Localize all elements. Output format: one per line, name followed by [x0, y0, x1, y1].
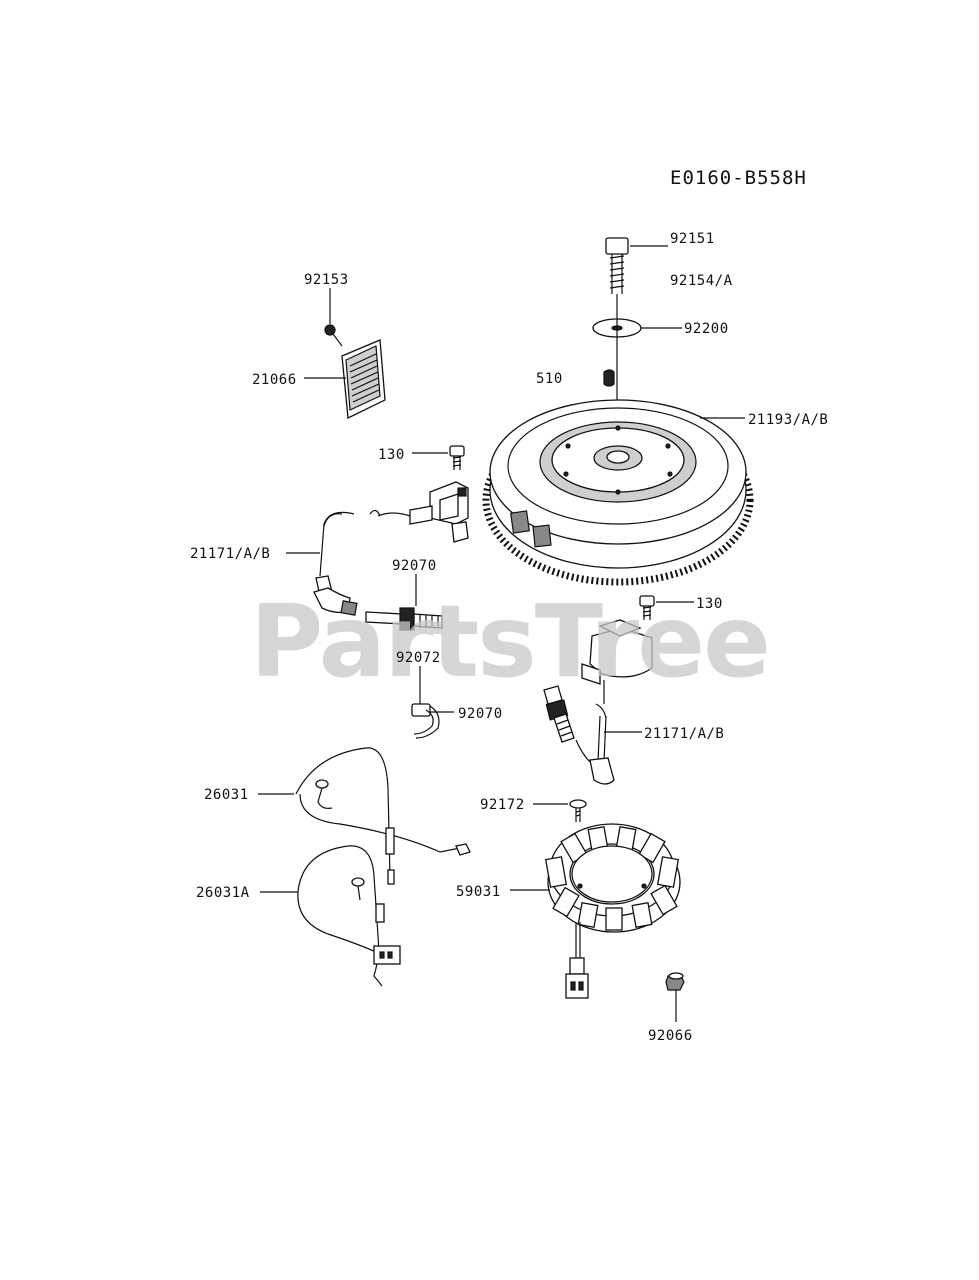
bolt-130-upper[interactable] — [449, 445, 465, 470]
label-92070-clip[interactable]: 92070 — [458, 706, 503, 722]
ignition-coil-upper[interactable] — [369, 481, 469, 543]
spark-plug-cap-right[interactable] — [575, 715, 615, 785]
ignition-coil-right[interactable] — [581, 619, 653, 719]
label-92200[interactable]: 92200 — [684, 321, 729, 337]
bolt-92151[interactable] — [605, 237, 629, 294]
regulator-21066[interactable] — [341, 339, 386, 419]
label-26031A[interactable]: 26031A — [196, 885, 250, 901]
label-21171-right[interactable]: 21171/A/B — [644, 726, 724, 742]
label-26031[interactable]: 26031 — [204, 787, 249, 803]
spark-plug-92070[interactable] — [365, 607, 443, 631]
label-92072[interactable]: 92072 — [396, 650, 441, 666]
label-21171-left[interactable]: 21171/A/B — [190, 546, 270, 562]
label-21066[interactable]: 21066 — [252, 372, 297, 388]
label-21193[interactable]: 21193/A/B — [748, 412, 828, 428]
label-92066[interactable]: 92066 — [648, 1028, 693, 1044]
bolt-130-right[interactable] — [639, 595, 655, 620]
label-59031[interactable]: 59031 — [456, 884, 501, 900]
label-130-right[interactable]: 130 — [696, 596, 723, 612]
spark-plug-right[interactable] — [543, 685, 575, 743]
stator-59031[interactable] — [544, 823, 681, 999]
flywheel-21193[interactable] — [482, 399, 754, 586]
label-510[interactable]: 510 — [536, 371, 563, 387]
screw-92153[interactable] — [324, 324, 343, 347]
label-130-upper[interactable]: 130 — [378, 447, 405, 463]
diagram-code: E0160-B558H — [670, 167, 807, 189]
label-92154[interactable]: 92154/A — [670, 273, 733, 289]
label-92151[interactable]: 92151 — [670, 231, 715, 247]
harness-26031[interactable] — [295, 747, 471, 885]
harness-26031A[interactable] — [297, 845, 401, 987]
label-92153[interactable]: 92153 — [304, 272, 349, 288]
screw-92172[interactable] — [569, 799, 587, 822]
label-92070-plug[interactable]: 92070 — [392, 558, 437, 574]
nut-92066[interactable] — [665, 972, 685, 991]
clip-92072[interactable] — [411, 703, 440, 739]
label-92172[interactable]: 92172 — [480, 797, 525, 813]
watermark: PartsTree — [250, 583, 769, 700]
spark-plug-cap-left[interactable] — [313, 511, 358, 616]
key-510[interactable] — [603, 369, 615, 387]
